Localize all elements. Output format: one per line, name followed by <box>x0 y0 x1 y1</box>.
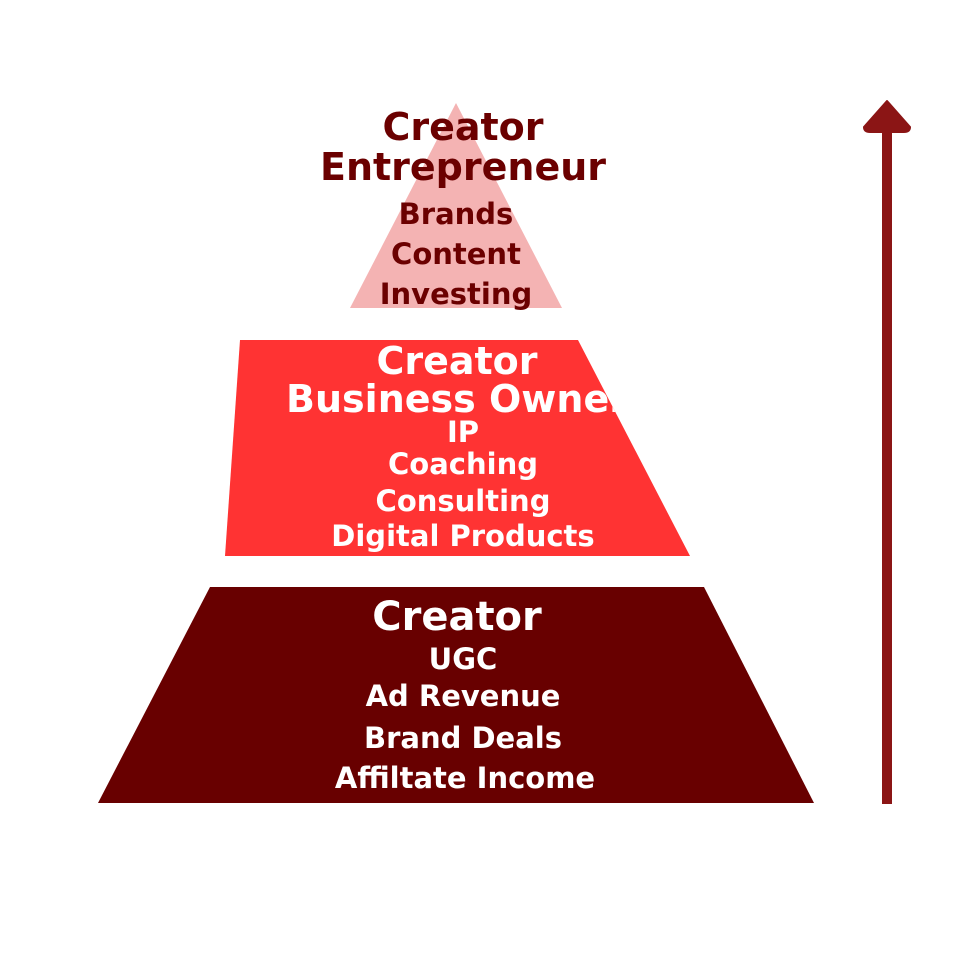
tier-top-title-line1: Creator <box>382 105 543 149</box>
tier-top-item: Investing <box>380 277 532 311</box>
tier-top: Creator Entrepreneur Brands Content Inve… <box>320 103 606 311</box>
tier-middle-item: Coaching <box>388 447 538 481</box>
tier-top-item: Content <box>391 237 521 271</box>
arrow-head <box>863 100 911 133</box>
tier-middle-item: Consulting <box>376 484 551 518</box>
tier-top-shape <box>350 103 562 308</box>
tier-top-title-line2: Entrepreneur <box>320 145 606 189</box>
tier-bottom-shape <box>98 587 814 803</box>
tier-middle-shape <box>225 340 690 556</box>
tier-middle: Creator Business Owner IP Coaching Consu… <box>225 339 690 556</box>
tier-middle-item: Digital Products <box>331 519 594 553</box>
tier-bottom-item: Affiltate Income <box>335 761 595 795</box>
tier-middle-title-line2: Business Owner <box>286 377 628 421</box>
tier-top-item: Brands <box>399 197 514 231</box>
tier-bottom-item: Brand Deals <box>364 721 562 755</box>
tier-middle-item: IP <box>447 415 479 449</box>
arrow-shaft <box>882 126 892 804</box>
tier-middle-title-line1: Creator <box>376 339 537 383</box>
tier-bottom-item: UGC <box>429 642 498 676</box>
up-arrow-icon <box>863 100 911 804</box>
tier-bottom-title-line1: Creator <box>372 594 542 640</box>
tier-bottom: Creator UGC Ad Revenue Brand Deals Affil… <box>98 587 814 803</box>
tier-bottom-item: Ad Revenue <box>366 679 561 713</box>
